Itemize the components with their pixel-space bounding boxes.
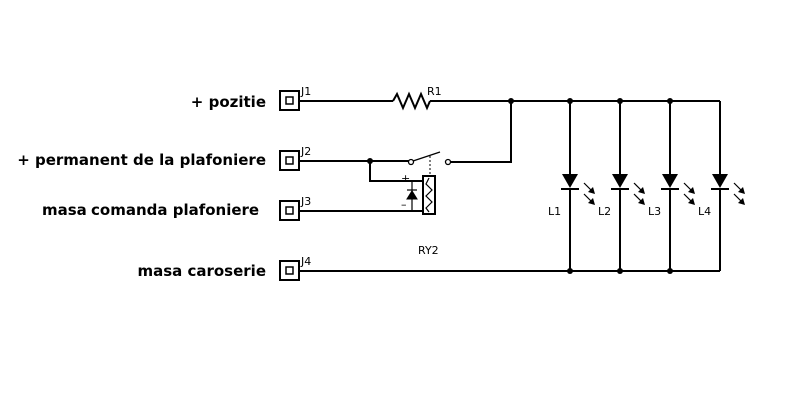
junction-dot: [367, 158, 373, 164]
ref-j1: J1: [300, 85, 311, 98]
ref-j2: J2: [300, 145, 311, 158]
junction-dot: [508, 98, 514, 104]
label-j4: masa caroserie: [137, 262, 266, 280]
wire-relay-plus: [369, 161, 428, 182]
ref-l3: L3: [648, 205, 661, 218]
ref-j3: J3: [300, 195, 311, 208]
led-l2: L2: [598, 101, 645, 271]
ref-r1: R1: [427, 85, 442, 98]
led-l3: L3: [648, 101, 695, 271]
label-j2: + permanent de la plafoniere: [17, 151, 266, 169]
ref-j4: J4: [300, 255, 311, 268]
connector-j3: J3: [279, 195, 311, 221]
label-j3-b: comanda plafoniere: [91, 201, 259, 219]
led-l4: L4: [698, 101, 745, 271]
switch-contact-b: [444, 158, 452, 166]
ref-ry2: RY2: [418, 244, 439, 257]
ref-l1: L1: [548, 205, 561, 218]
relay-ry2: + –: [401, 172, 436, 215]
label-j3-a: masa: [42, 201, 87, 219]
led-l1: L1: [548, 101, 595, 271]
switch-contact-a: [407, 158, 415, 166]
relay-plus-mark: +: [401, 172, 410, 185]
connector-j4: J4: [279, 255, 311, 281]
connector-j2: J2: [279, 145, 311, 171]
ref-l4: L4: [698, 205, 711, 218]
switch-blade: [412, 151, 441, 162]
connector-j1: J1: [279, 85, 311, 111]
relay-minus-mark: –: [401, 198, 407, 211]
wire-switch-out: [450, 101, 512, 163]
label-j1: + pozitie: [191, 93, 266, 111]
resistor-r1: [392, 91, 431, 111]
ref-l2: L2: [598, 205, 611, 218]
